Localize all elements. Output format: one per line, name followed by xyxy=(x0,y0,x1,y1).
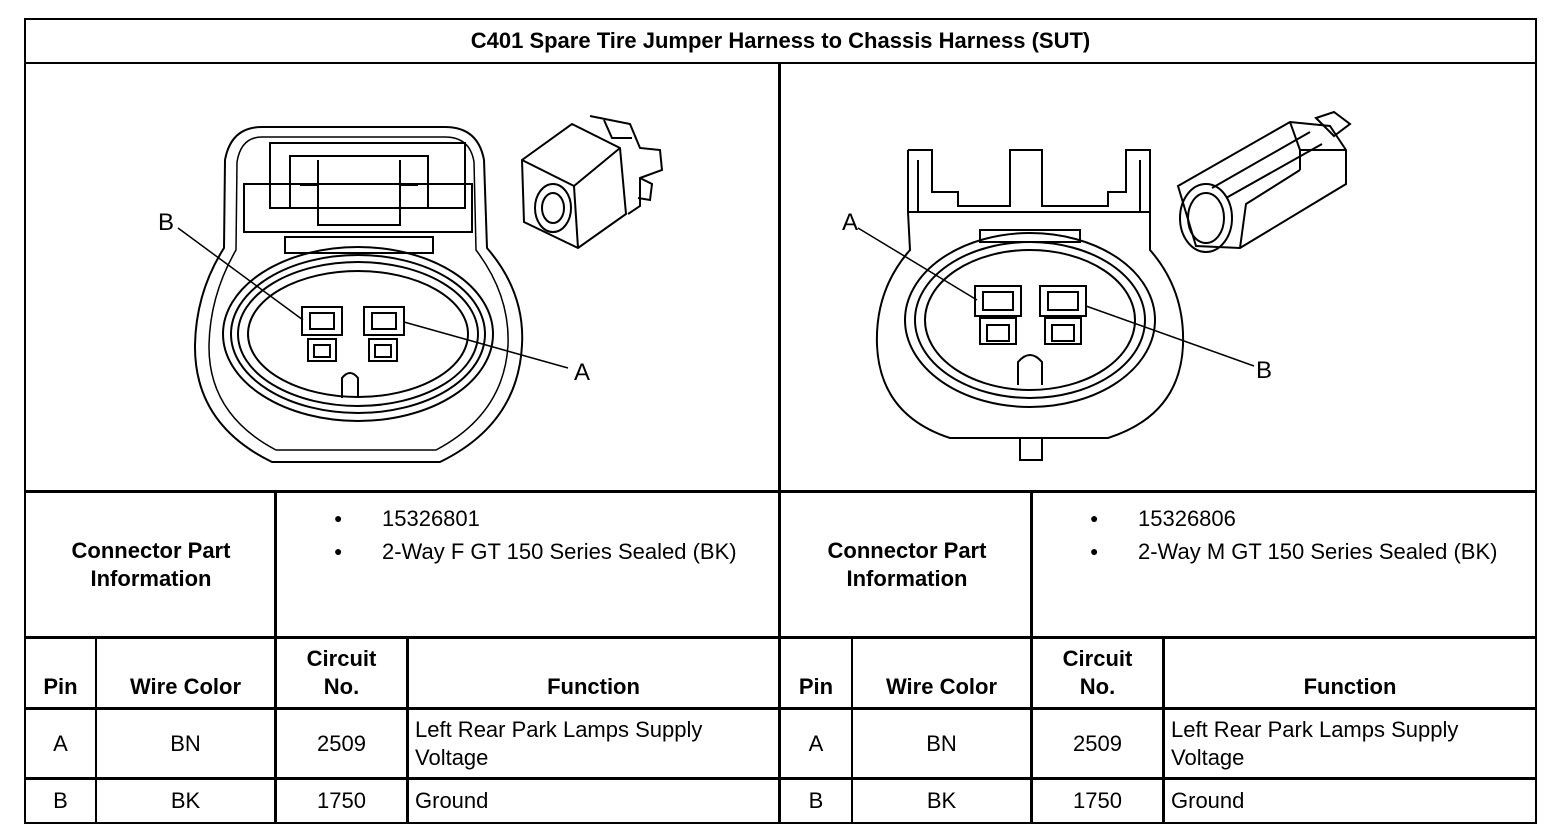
right-header-circuit: Circuit No. xyxy=(1062,646,1133,699)
left-row-a-circuit: 2509 xyxy=(317,730,366,756)
right-row-a-function: Left Rear Park Lamps Supply Voltage xyxy=(1171,716,1459,770)
bullet-icon: ● xyxy=(334,543,343,559)
left-info-label: Connector Part Information xyxy=(71,538,231,591)
right-part-description: 2-Way M GT 150 Series Sealed (BK) xyxy=(1138,539,1498,564)
right-row-b-circuit: 1750 xyxy=(1073,788,1122,813)
right-pin-label-a: A xyxy=(842,209,858,236)
left-row-b-pin: B xyxy=(53,788,68,813)
list-item: ● 2-Way F GT 150 Series Sealed (BK) xyxy=(322,537,762,566)
list-item: ● 15326806 xyxy=(1078,504,1518,533)
circuit-col-divider-left xyxy=(406,636,409,824)
pin-col-divider-left xyxy=(95,636,97,824)
info-label-divider-right xyxy=(1030,490,1033,639)
pin-col-divider-right xyxy=(851,636,853,824)
circuit-col-divider-right xyxy=(1162,636,1165,824)
right-info-label: Connector Part Information xyxy=(827,538,987,591)
table-title: C401 Spare Tire Jumper Harness to Chassi… xyxy=(470,28,1091,53)
left-part-info-list: ● 15326801 ● 2-Way F GT 150 Series Seale… xyxy=(322,504,762,566)
left-header-pin: Pin xyxy=(43,674,78,699)
left-header-circuit: Circuit No. xyxy=(306,646,377,699)
center-divider xyxy=(778,62,781,824)
left-header-wire-color: Wire Color xyxy=(129,674,242,699)
left-header-function: Function xyxy=(547,674,640,699)
left-row-b-function: Ground xyxy=(415,788,489,813)
right-part-info-list: ● 15326806 ● 2-Way M GT 150 Series Seale… xyxy=(1078,504,1518,566)
right-row-b-wire-color: BK xyxy=(926,788,957,813)
list-item: ● 2-Way M GT 150 Series Sealed (BK) xyxy=(1078,537,1518,566)
left-pin-label-a: A xyxy=(574,359,590,386)
right-pin-label-b: B xyxy=(1256,357,1272,384)
right-header-wire-color: Wire Color xyxy=(885,674,998,699)
left-row-b-circuit: 1750 xyxy=(317,788,366,813)
list-item: ● 15326801 xyxy=(322,504,762,533)
bullet-icon: ● xyxy=(1090,543,1099,559)
left-pin-label-b: B xyxy=(158,209,174,236)
bullet-icon: ● xyxy=(334,510,343,526)
left-row-b-wire-color: BK xyxy=(170,788,201,813)
right-row-a-pin: A xyxy=(808,730,824,756)
left-row-a-function: Left Rear Park Lamps Supply Voltage xyxy=(415,716,703,770)
wire-col-divider-right xyxy=(1030,636,1033,824)
left-row-a-wire-color: BN xyxy=(170,730,201,756)
left-connector-diagram: B A xyxy=(158,115,664,463)
left-row-a-pin: A xyxy=(53,730,68,756)
info-label-divider-left xyxy=(274,490,277,824)
right-part-number: 15326806 xyxy=(1138,506,1236,531)
right-row-b-function: Ground xyxy=(1171,788,1245,813)
right-row-a-circuit: 2509 xyxy=(1073,730,1122,756)
left-part-number: 15326801 xyxy=(382,506,480,531)
right-header-function: Function xyxy=(1303,674,1397,699)
right-header-pin: Pin xyxy=(798,674,834,699)
left-part-description: 2-Way F GT 150 Series Sealed (BK) xyxy=(382,539,737,564)
right-row-a-wire-color: BN xyxy=(926,730,957,756)
bullet-icon: ● xyxy=(1090,510,1099,526)
right-connector-diagram: A B xyxy=(842,110,1352,461)
right-row-b-pin: B xyxy=(808,788,824,813)
